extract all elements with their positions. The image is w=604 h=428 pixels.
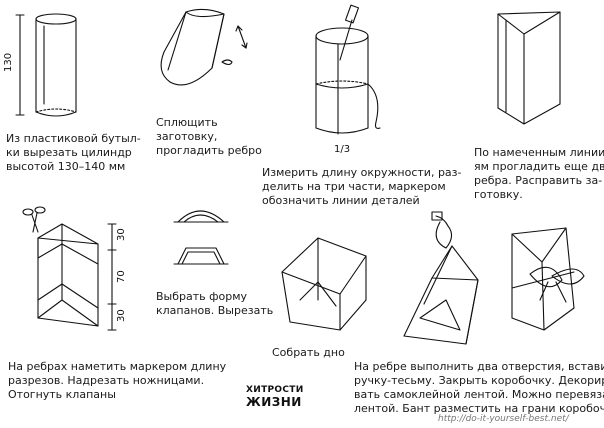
step5-caption-line: На ребрах наметить маркером длину [8, 360, 227, 373]
step8-caption-line: вать самоклейной лентой. Можно перевязат… [354, 388, 604, 401]
step5-caption-line: разрезов. Надрезать ножницами. [8, 374, 205, 387]
step1-caption-line: ки вырезать цилиндр [6, 146, 132, 159]
step2-flattened-drawing [160, 8, 248, 86]
logo-line-1: ХИТРОСТИ [246, 385, 304, 395]
step7-caption: Собрать дно [272, 346, 345, 360]
step5-caption-line: Отогнуть клапаны [8, 388, 116, 401]
step3-caption: Измерить длину окружности, раз- делить н… [262, 166, 461, 208]
step1-caption-line: Из пластиковой бутыл- [6, 132, 141, 145]
step8-caption: На ребре выполнить два отверстия, встави… [354, 360, 604, 416]
logo-line-2: ЖИЗНИ [246, 395, 302, 409]
step6-caption: Выбрать форму клапанов. Вырезать [156, 290, 273, 318]
step4-prism-drawing [497, 11, 561, 125]
step3-dim-label: 1/3 [334, 144, 350, 155]
step6-caption-line: клапанов. Вырезать [156, 304, 274, 317]
step5-caption: На ребрах наметить маркером длину разрез… [8, 360, 226, 402]
step2-caption-line: заготовку, [156, 130, 218, 143]
step1-caption: Из пластиковой бутыл- ки вырезать цилинд… [6, 132, 141, 174]
step1-caption-line: высотой 130–140 мм [6, 160, 126, 173]
step6-valves-drawing [173, 210, 229, 265]
step4-caption-line: ребра. Расправить за- [474, 174, 603, 187]
step3-measure-drawing: 1/3 [315, 4, 381, 155]
step1-cylinder-drawing: 130 [3, 13, 77, 117]
step3-caption-line: обозначить линии деталей [262, 194, 420, 207]
step2-caption-line: прогладить ребро [156, 144, 262, 157]
step8-box-handle-drawing [403, 211, 479, 345]
step8-caption-line: лентой. Бант разместить на грани коробоч… [354, 402, 604, 415]
step2-caption: Сплющить заготовку, прогладить ребро [156, 116, 262, 158]
step5-dim-top: 30 [116, 228, 127, 241]
step5-dim-middle: 70 [116, 270, 127, 283]
step8-caption-line: На ребре выполнить два отверстия, встави… [354, 360, 604, 373]
step7-bottom-drawing [281, 237, 367, 331]
step1-dim-label: 130 [3, 53, 14, 72]
step3-caption-line: Измерить длину окружности, раз- [262, 166, 462, 179]
watermark-url: http://do-it-yourself-best.net/ [438, 414, 569, 424]
step2-caption-line: Сплющить [156, 116, 218, 129]
step4-caption-line: По намеченным линии- [474, 146, 604, 159]
step4-caption: По намеченным линии- ям прогладить еще д… [474, 146, 604, 202]
step5-cuts-drawing: 30 70 30 [22, 206, 127, 331]
step6-caption-line: Выбрать форму [156, 290, 248, 303]
step4-caption-line: готовку. [474, 188, 523, 201]
step7-caption-line: Собрать дно [272, 346, 345, 359]
step8-caption-line: ручку-тесьму. Закрыть коробочку. Декорир… [354, 374, 604, 387]
step3-caption-line: делить на три части, маркером [262, 180, 446, 193]
step8-box-bow-drawing [511, 227, 585, 331]
step5-dim-bottom: 30 [116, 309, 127, 322]
step4-caption-line: ям прогладить еще два [474, 160, 604, 173]
site-logo: ХИТРОСТИ ЖИЗНИ [246, 384, 318, 408]
